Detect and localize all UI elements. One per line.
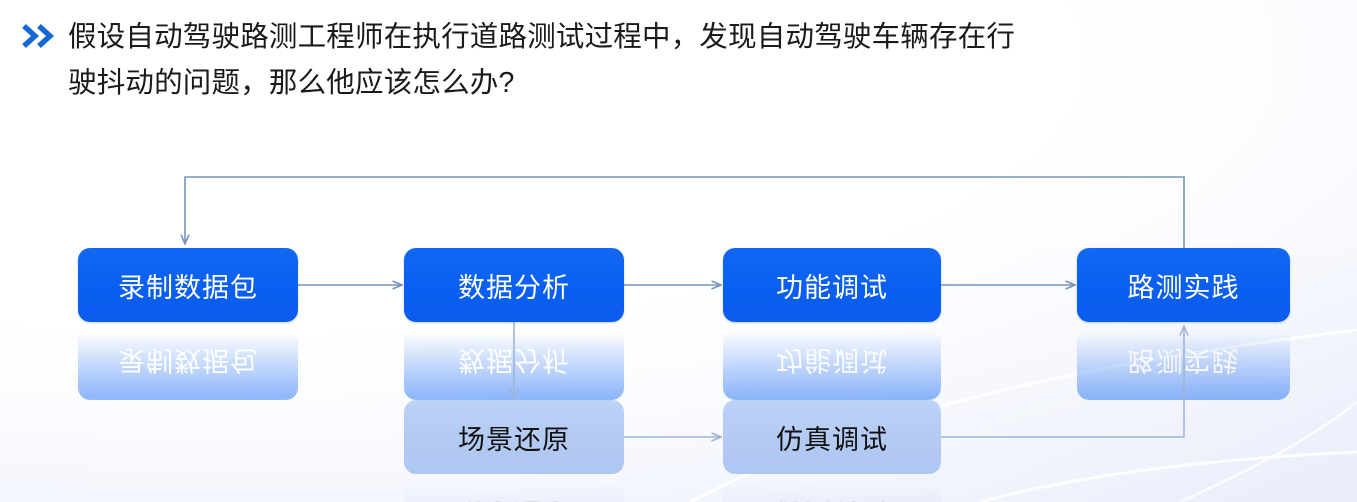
flow-node-roadtest[interactable]: 路测实践: [1077, 248, 1290, 322]
flow-node-label: 功能调试: [776, 272, 888, 303]
flow-node-debug[interactable]: 功能调试: [723, 248, 941, 322]
flow-node-analyze[interactable]: 数据分析: [404, 248, 624, 322]
edge-roadtest-feedback-to-record: [185, 176, 1185, 248]
page-title: 假设自动驾驶路测工程师在执行道路测试过程中，发现自动驾驶车辆存在行 驶抖动的问题…: [68, 21, 1016, 99]
flow-node-scene[interactable]: 场景还原: [404, 400, 624, 474]
flow-node-label: 路测实践: [1127, 272, 1240, 303]
edge-sim-to-roadtest: [941, 326, 1184, 438]
flow-node-label: 数据分析: [458, 272, 570, 303]
slide-title-block: 假设自动驾驶路测工程师在执行道路测试过程中，发现自动驾驶车辆存在行 驶抖动的问题…: [22, 14, 1342, 106]
flow-node-label: 仿真调试: [776, 424, 888, 455]
flow-node-sim[interactable]: 仿真调试: [723, 400, 941, 474]
flow-node-label: 场景还原: [458, 424, 570, 455]
flow-node-label: 录制数据包: [118, 272, 258, 303]
flow-node-record[interactable]: 录制数据包: [78, 248, 298, 322]
double-chevron-right-icon: [22, 24, 56, 53]
